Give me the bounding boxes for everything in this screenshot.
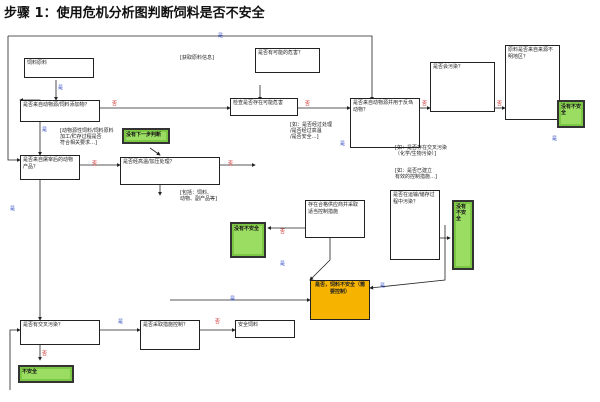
label-controls: [如：是否已建立 有效的控制措施…]: [395, 168, 437, 180]
outcome-feed-unsafe: 是否，饲料不安全（需要控制）: [310, 280, 370, 320]
page-title: 步骤 1：使用危机分析图判断饲料是否不安全: [4, 6, 265, 21]
label-get-info: [获取原料信息]: [180, 55, 214, 61]
flag-yes: 是: [218, 33, 224, 39]
node-supplier-control: 存在合格供应商并采取适当控制措施: [305, 200, 365, 238]
outcome-not-unsafe-3-text: 没有不安全: [561, 104, 581, 124]
flag-no: 否: [305, 101, 311, 107]
flag-yes: 是: [118, 319, 124, 325]
node-slaughter: 是否来自屠宰后的动物产品？: [20, 155, 80, 180]
node-raw-material: 饲料原料: [24, 58, 94, 78]
label-treatment: [如：是否经过处理 /是否经过高温 /是否安全…]: [290, 122, 332, 140]
node-ruminant: 是否来自动物源并用于反刍动物？: [350, 98, 420, 148]
flag-no: 否: [42, 351, 48, 357]
flag-no: 否: [215, 319, 221, 325]
node-control-measures: 是否采取措施控制？: [140, 320, 200, 350]
flag-yes: 是: [230, 296, 236, 302]
node-unknown-region: 原料是否来自来源不明地区？: [505, 45, 560, 120]
node-safe-feed: 安全饲料: [235, 320, 295, 338]
node-check-hazard: 检查是否存在可能危害: [230, 98, 298, 116]
flag-yes: 是: [10, 206, 16, 212]
flag-yes: 是: [58, 85, 64, 91]
outcome-unsafe-text: 不安全: [22, 369, 70, 379]
flag-yes: 是: [380, 283, 386, 289]
outcome-not-unsafe-2-text: 没有不安全: [456, 204, 470, 266]
flag-no: 否: [92, 161, 98, 167]
node-cross-contamination: 是否有交叉污染？: [20, 320, 100, 345]
node-transport: 是否在运输/储存过程中污染？: [390, 190, 440, 260]
outcome-not-unsafe-2: 没有不安全: [452, 200, 474, 270]
outcome-unsafe: 不安全: [18, 365, 74, 383]
label-includes: [包括：饲料、 动物、副产品等]: [180, 190, 217, 202]
node-possible-hazard: 是否有可能的危害？: [255, 48, 320, 73]
node-contamination: 是否会污染？: [430, 62, 495, 112]
flag-no: 否: [280, 229, 286, 235]
outcome-not-unsafe-1-text: 没有不安全: [234, 226, 262, 254]
outcome-not-unsafe-3: 没有不安全: [557, 100, 585, 128]
flag-yes: 是: [280, 261, 286, 267]
node-animal-source: 是否来自动物源/饲料添加物？: [20, 100, 100, 122]
node-heat-treatment: 是否经高温/加压处理？: [120, 157, 220, 185]
label-cross-contam: [如：是否存在交叉污染 （化学/生物污染）]: [395, 145, 447, 157]
outcome-no-next-step-text: 没有下一步判断: [126, 132, 166, 140]
outcome-no-next-step: 没有下一步判断: [122, 128, 170, 144]
label-animal-processing: [动物源性饲料/饲料原料 加工/贮存过程是否 符合相关要求…]: [60, 128, 114, 146]
flag-no: 否: [497, 101, 503, 107]
flag-no: 否: [112, 101, 118, 107]
flag-yes: 是: [552, 136, 558, 142]
flag-no: 否: [228, 161, 234, 167]
flag-yes: 是: [42, 127, 48, 133]
outcome-not-unsafe-1: 没有不安全: [230, 222, 266, 258]
flag-yes: 是: [340, 141, 346, 147]
flag-no: 否: [422, 101, 428, 107]
